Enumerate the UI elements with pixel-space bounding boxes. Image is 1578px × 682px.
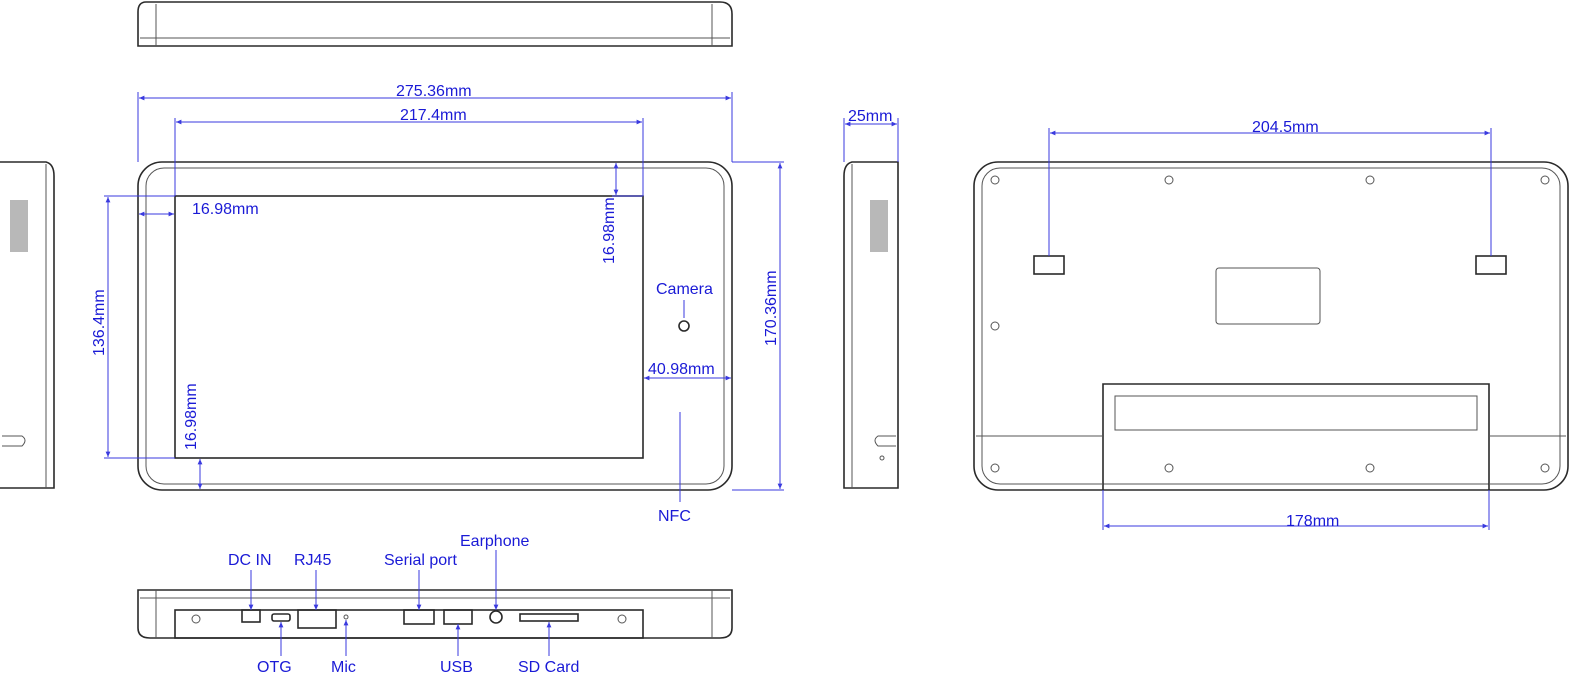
mic-label: Mic <box>331 659 356 676</box>
label-plate <box>1215 267 1321 325</box>
camera-icon <box>678 320 690 332</box>
otg-label: OTG <box>257 659 292 676</box>
screw-hole-icon <box>990 175 1550 473</box>
top-border-label: 16.98mm <box>601 197 618 264</box>
dc-in-port-icon <box>241 609 261 623</box>
stand-slot <box>1114 395 1478 431</box>
stand <box>1102 383 1490 490</box>
left-border-label: 16.98mm <box>192 201 259 218</box>
dim-stand-width: 178mm <box>1102 490 1490 530</box>
right-side-view: 25mm <box>843 108 899 489</box>
serial-port-label: Serial port <box>384 552 457 569</box>
left-side-view <box>0 161 55 489</box>
dim-overall-width: 275.36mm <box>137 83 733 162</box>
right-border-label: 40.98mm <box>648 361 715 378</box>
stand-width-label: 178mm <box>1286 513 1339 530</box>
dim-left-border: 16.98mm <box>139 201 259 218</box>
rear-view <box>973 161 1569 491</box>
depth-label: 25mm <box>848 108 892 125</box>
screen-height-label: 136.4mm <box>91 289 108 356</box>
port-leaders <box>248 550 552 656</box>
overall-width-label: 275.36mm <box>396 83 472 100</box>
nfc-label: NFC <box>658 508 691 525</box>
serial-port-icon <box>403 609 435 625</box>
earphone-label: Earphone <box>460 533 529 550</box>
bottom-port-view <box>137 589 733 639</box>
screen-width-label: 217.4mm <box>400 107 467 124</box>
dim-mount-spacing: 204.5mm <box>1048 119 1492 256</box>
mount-hook-right <box>1475 255 1507 275</box>
speaker-grille-icon <box>870 200 888 252</box>
camera-label: Camera <box>656 281 713 298</box>
speaker-grille-icon <box>10 200 28 252</box>
earphone-jack-icon <box>489 610 503 624</box>
rj45-label: RJ45 <box>294 552 331 569</box>
front-view: Camera NFC <box>137 161 733 525</box>
usb-label: USB <box>440 659 473 676</box>
dim-screen-height: 136.4mm <box>91 195 175 459</box>
sd-card-slot-icon <box>519 613 579 622</box>
bottom-border-label: 16.98mm <box>183 383 200 450</box>
overall-height-label: 170.36mm <box>763 270 780 346</box>
display-area <box>174 195 644 459</box>
dim-bottom-border: 16.98mm <box>183 383 203 489</box>
device-bezel <box>137 161 733 491</box>
mount-hook-left <box>1033 255 1065 275</box>
sd-card-label: SD Card <box>518 659 579 676</box>
dim-right-border: 40.98mm <box>644 361 731 381</box>
mic-hole-icon <box>343 614 349 620</box>
dim-top-border: 16.98mm <box>601 163 643 264</box>
dim-overall-height: 170.36mm <box>732 161 784 491</box>
dim-screen-width: 217.4mm <box>174 107 644 196</box>
mount-spacing-label: 204.5mm <box>1252 119 1319 136</box>
usb-port-icon <box>443 609 473 625</box>
dc-in-label: DC IN <box>228 552 272 569</box>
rj45-port-icon <box>297 609 337 629</box>
otg-port-icon <box>271 613 291 622</box>
top-edge-view <box>137 1 733 47</box>
